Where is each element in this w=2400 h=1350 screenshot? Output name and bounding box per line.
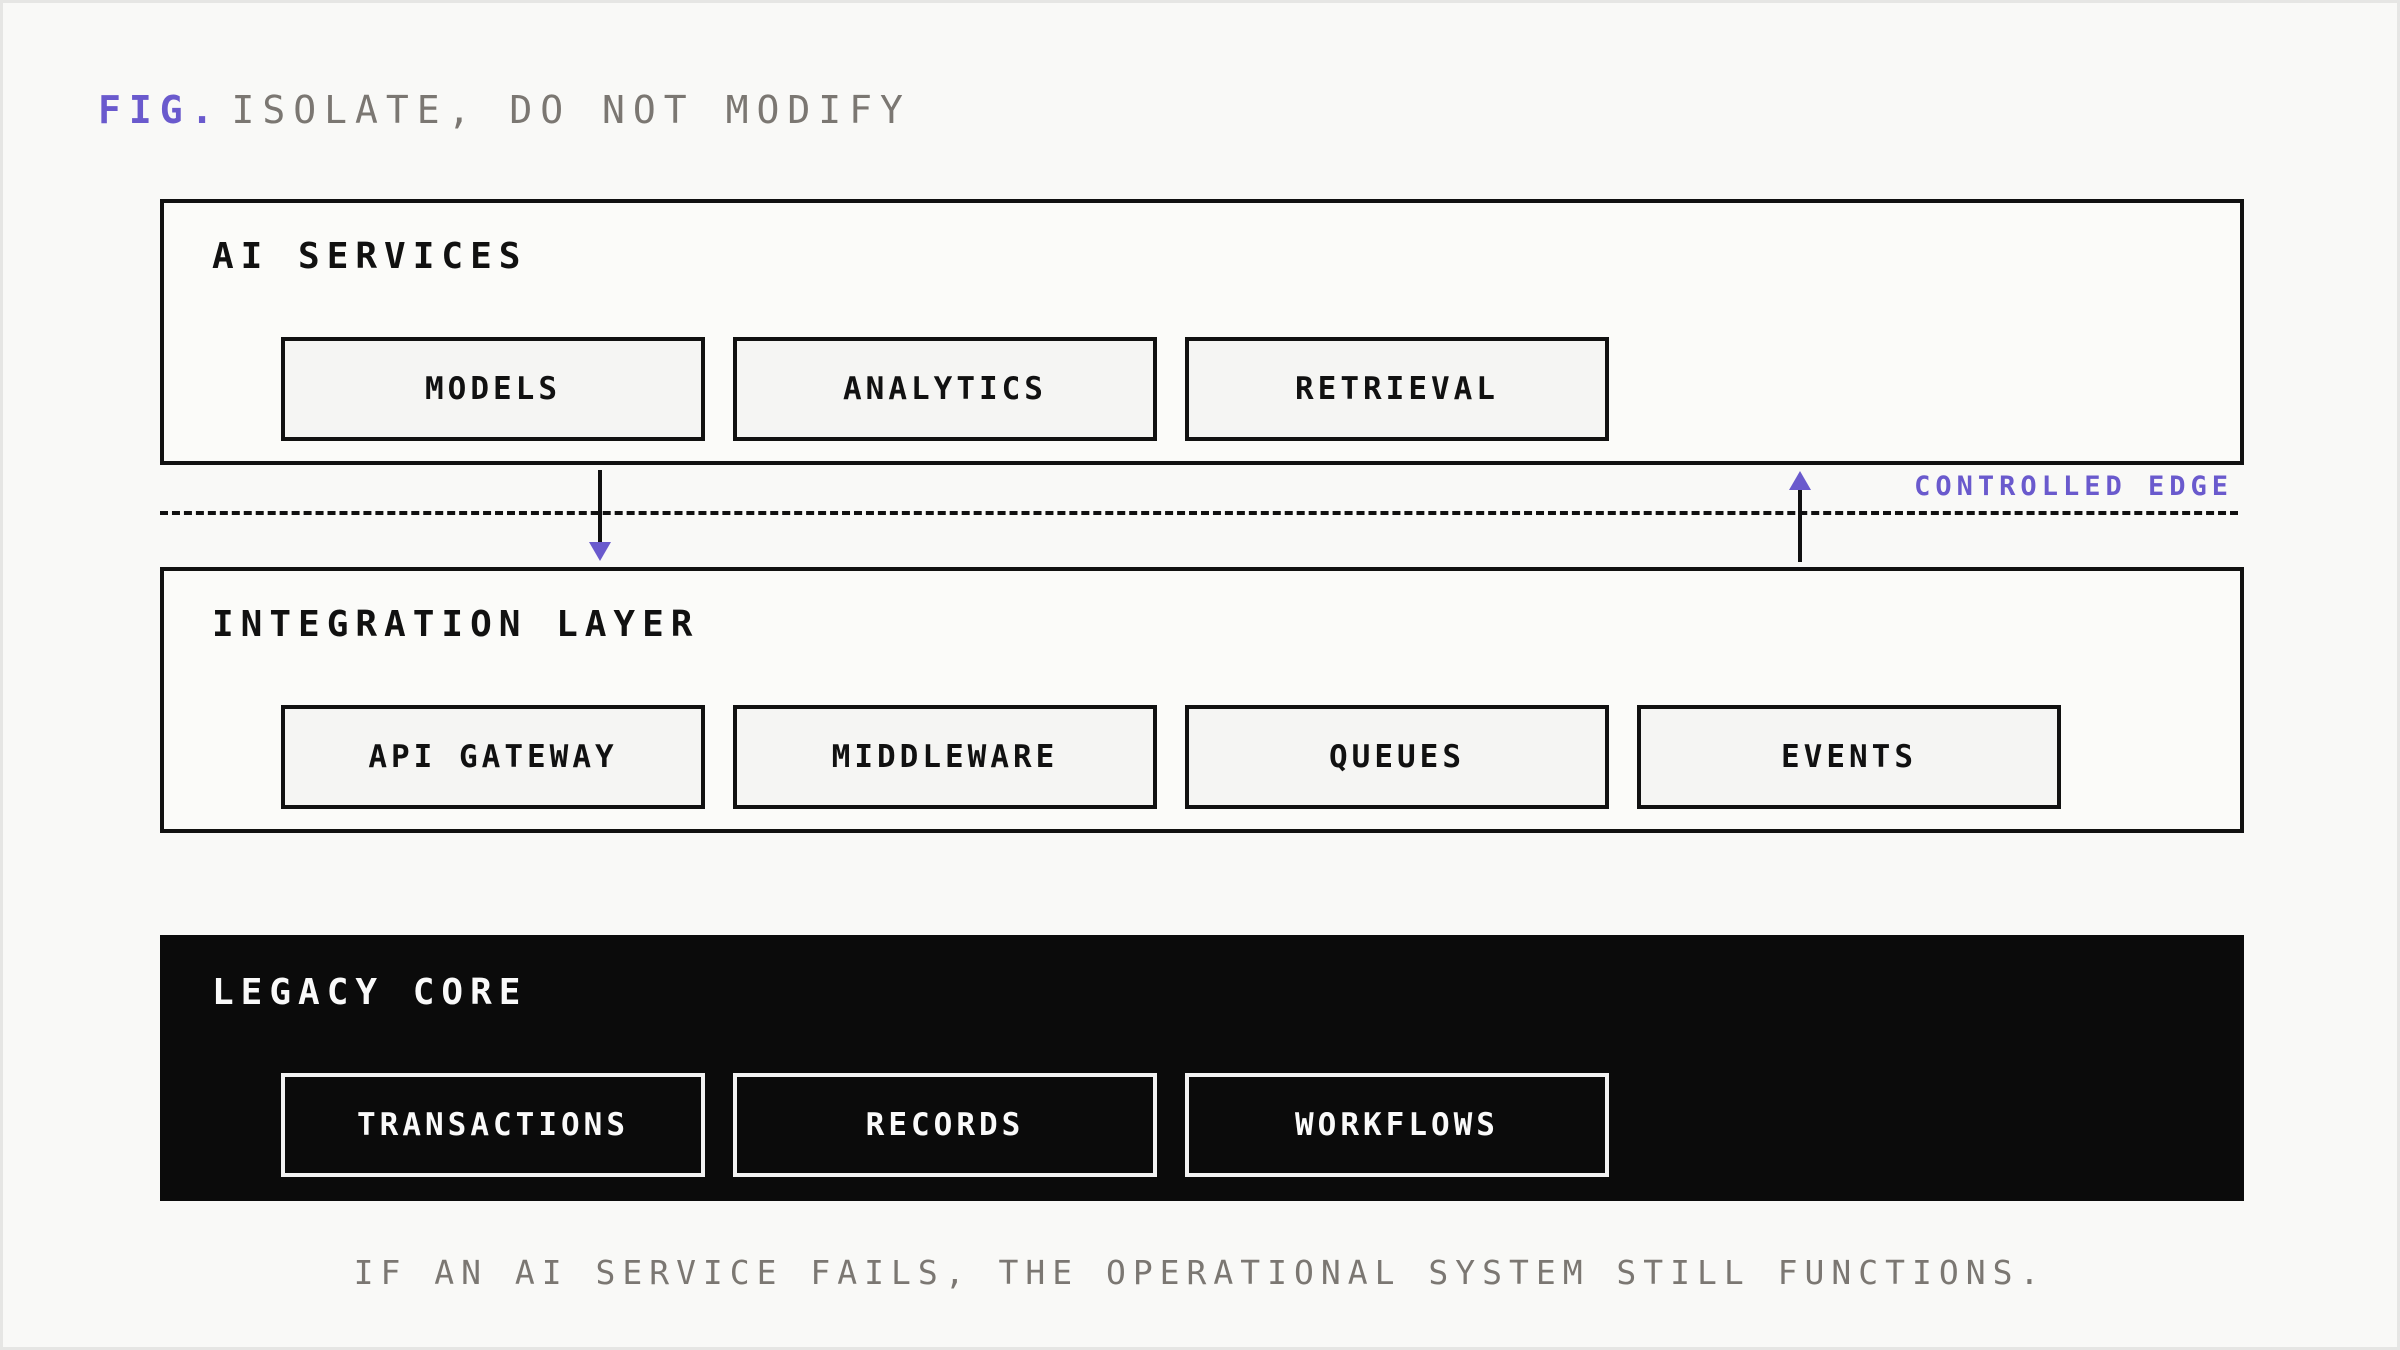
middleware-box: MIDDLEWARE <box>733 705 1157 809</box>
queues-box: QUEUES <box>1185 705 1609 809</box>
retrieval-box: RETRIEVAL <box>1185 337 1609 441</box>
integration-layer-title: INTEGRATION LAYER <box>212 604 700 645</box>
models-box: MODELS <box>281 337 705 441</box>
integration-layer: INTEGRATION LAYER API GATEWAY MIDDLEWARE… <box>160 567 2244 833</box>
arrow-down-icon <box>589 470 611 561</box>
legacy-core-title: LEGACY CORE <box>212 972 528 1013</box>
figure-title: FIG.ISOLATE, DO NOT MODIFY <box>98 88 911 132</box>
workflows-box: WORKFLOWS <box>1185 1073 1609 1177</box>
analytics-box: ANALYTICS <box>733 337 1157 441</box>
figure-caption: IF AN AI SERVICE FAILS, THE OPERATIONAL … <box>353 1253 2047 1292</box>
api-gateway-box: API GATEWAY <box>281 705 705 809</box>
legacy-core-layer: LEGACY CORE TRANSACTIONS RECORDS WORKFLO… <box>160 935 2244 1201</box>
figure-title-text: ISOLATE, DO NOT MODIFY <box>231 88 911 132</box>
transactions-box: TRANSACTIONS <box>281 1073 705 1177</box>
arrow-up-icon <box>1789 471 1811 562</box>
figure-tag: FIG. <box>98 88 222 132</box>
ai-services-layer: AI SERVICES MODELS ANALYTICS RETRIEVAL <box>160 199 2244 465</box>
figure-canvas: FIG.ISOLATE, DO NOT MODIFY AI SERVICES M… <box>3 3 2397 1347</box>
records-box: RECORDS <box>733 1073 1157 1177</box>
events-box: EVENTS <box>1637 705 2061 809</box>
ai-services-title: AI SERVICES <box>212 236 528 277</box>
controlled-edge-line <box>160 511 2238 515</box>
controlled-edge-label: CONTROLLED EDGE <box>1914 471 2233 502</box>
